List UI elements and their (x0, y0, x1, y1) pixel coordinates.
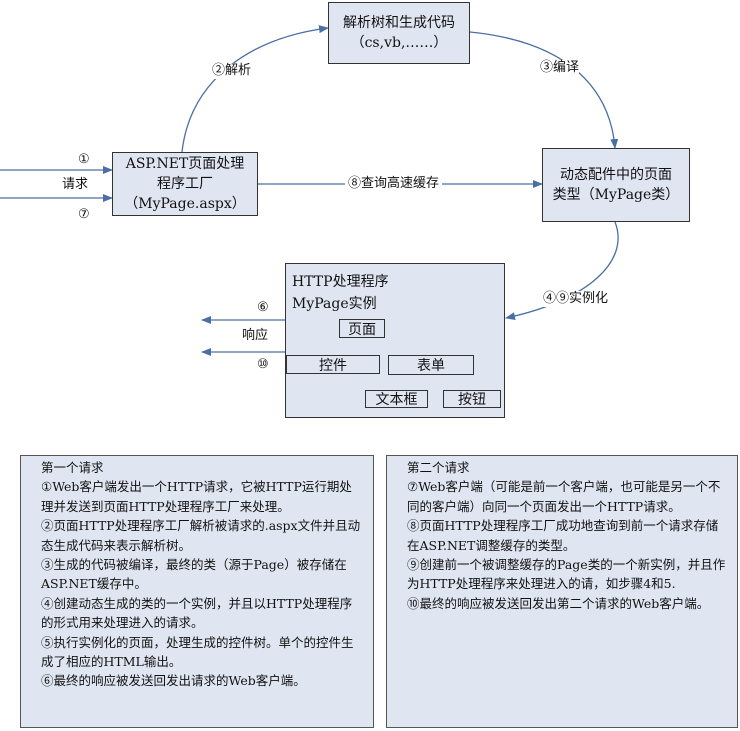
first-request-title: 第一个请求 (41, 460, 104, 475)
label-step1: ① (78, 152, 90, 167)
tree-node-textbox: 文本框 (365, 390, 428, 408)
parse-tree-languages: （cs,vb,……） (350, 35, 448, 51)
instantiate-arrow (505, 221, 619, 321)
parse-arrow (181, 25, 329, 153)
first-request-item: ④创建动态生成的类的一个实例，并且以HTTP处理程序的形式用来处理进入的请求。 (41, 595, 353, 631)
second-request-title: 第二个请求 (407, 460, 470, 475)
compile-arrow (469, 31, 619, 149)
label-step7: ⑦ (78, 207, 90, 222)
first-request-item: ②页面HTTP处理程序工厂解析被请求的.aspx文件并且动态生成代码来表示解析树… (41, 518, 361, 553)
label-instantiate: ④⑨实例化 (543, 291, 609, 307)
dynamic-assembly-box: 动态配件中的页面 类型（MyPage类） (542, 148, 690, 222)
label-step6: ⑥ (257, 300, 269, 315)
parse-tree-title: 解析树和生成代码 (343, 15, 455, 31)
dynamic-line-2: 类型（MyPage类） (552, 187, 680, 203)
http-handler-instance: MyPage实例 (292, 296, 377, 312)
tree-node-button: 按钮 (443, 390, 501, 408)
label-response: 响应 (242, 328, 269, 343)
second-request-item: ⑩最终的响应被发送回发出第二个请求的Web客户端。 (407, 595, 710, 611)
tree-node-control: 控件 (286, 355, 380, 374)
tree-node-page: 页面 (339, 319, 385, 338)
dynamic-line-1: 动态配件中的页面 (560, 167, 672, 183)
label-request: 请求 (62, 177, 89, 192)
factory-line-2: 程序工厂 (157, 176, 213, 192)
second-request-item: ⑧页面HTTP处理程序工厂成功地查询到前一个请求存储在ASP.NET调整缓存的类… (407, 518, 719, 553)
parse-tree-box: 解析树和生成代码 （cs,vb,……） (328, 2, 470, 64)
factory-line-1: ASP.NET页面处理 (125, 156, 245, 172)
first-request-item: ①Web客户端发出一个HTTP请求，它被HTTP运行期处理并发送到页面HTTP处… (41, 479, 352, 514)
factory-line-3: （MyPage.aspx） (124, 196, 246, 212)
label-step10: ⑩ (257, 357, 269, 372)
page-handler-factory-box: ASP.NET页面处理 程序工厂 （MyPage.aspx） (112, 152, 258, 216)
first-request-panel: 第一个请求 ①Web客户端发出一个HTTP请求，它被HTTP运行期处理并发送到页… (20, 455, 374, 728)
second-request-panel: 第二个请求 ⑦Web客户端（可能是前一个客户端，也可能是另一个不同的客户端）向同… (386, 455, 738, 728)
label-compile: ③编译 (540, 60, 580, 76)
tree-node-form: 表单 (388, 355, 474, 375)
label-cache-query: ⑧查询高速缓存 (345, 176, 443, 192)
second-request-item: ⑨创建前一个被调整缓存的Page类的一个新实例，并且作为HTTP处理程序来处理进… (407, 557, 726, 592)
first-request-item: ③生成的代码被编译，最终的类（源于Page）被存储在ASP.NET缓存中。 (41, 557, 347, 592)
label-parse: ②解析 (212, 63, 252, 79)
first-request-item: ⑥最终的响应被发送回发出请求的Web客户端。 (41, 673, 306, 689)
http-handler-title: HTTP处理程序 (292, 274, 389, 290)
second-request-item: ⑦Web客户端（可能是前一个客户端，也可能是另一个不同的客户端）向同一个页面发出… (407, 479, 721, 514)
first-request-item: ⑤执行实例化的页面，处理生成的控件树。单个的控件生成了相应的HTML输出。 (41, 634, 354, 670)
